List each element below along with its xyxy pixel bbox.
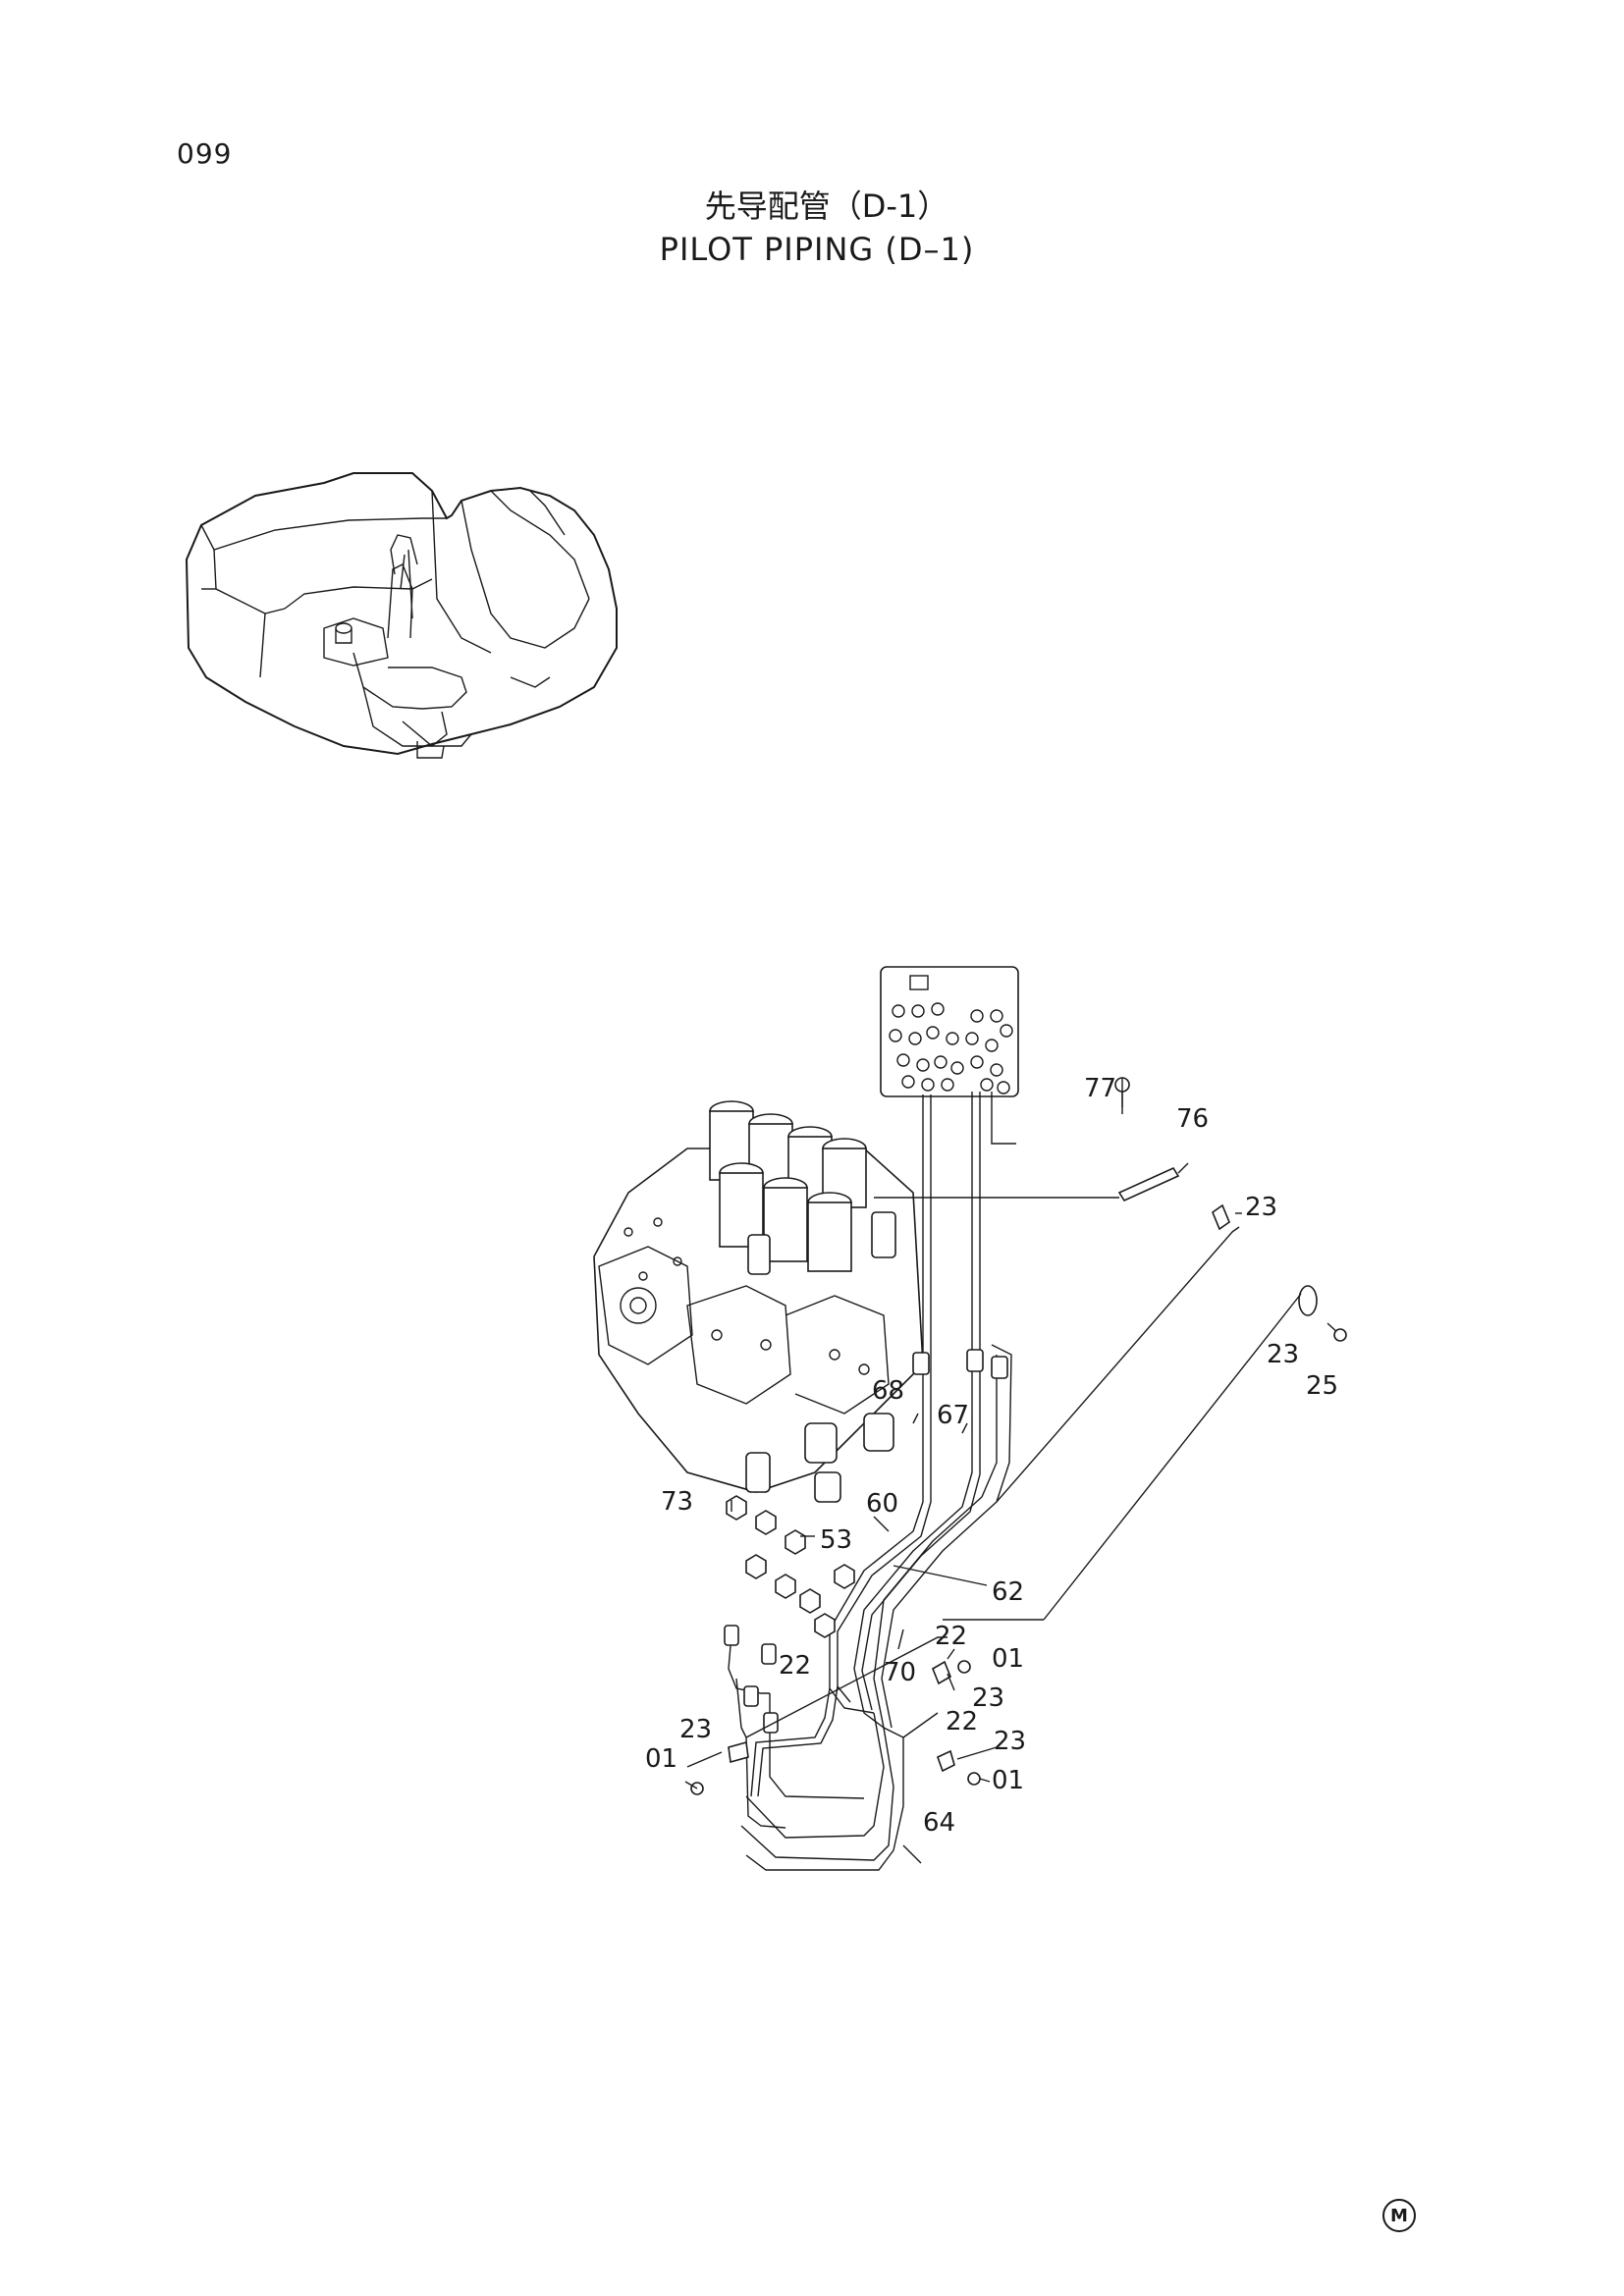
callout-68: 68 [872, 1376, 904, 1406]
callout-62: 62 [992, 1577, 1024, 1607]
callout-23-e: 23 [994, 1727, 1026, 1756]
callout-22-b: 22 [779, 1651, 811, 1681]
control-valve-assembly [593, 1100, 924, 1503]
clamps-and-brackets [690, 1077, 1347, 1795]
callout-23-a: 23 [1245, 1193, 1277, 1222]
callout-76: 76 [1176, 1104, 1209, 1134]
fittings [726, 1495, 855, 1638]
callout-23-b: 23 [1267, 1340, 1299, 1369]
callout-67: 67 [937, 1401, 969, 1430]
callout-01-c: 01 [992, 1766, 1024, 1795]
pilot-pipes [724, 1344, 1012, 1871]
callout-23-c: 23 [972, 1683, 1004, 1713]
callout-70: 70 [884, 1658, 916, 1687]
callout-22-c: 22 [946, 1707, 978, 1736]
title-chinese: 先导配管（D-1） [704, 187, 949, 225]
title-english: PILOT PIPING (D–1) [659, 231, 975, 268]
machine-overview-illustration [185, 472, 618, 759]
callout-22-a: 22 [935, 1622, 967, 1651]
corner-mark: M [1382, 2199, 1416, 2232]
callout-23-d: 23 [679, 1715, 712, 1744]
callout-labels: 77 76 23 23 25 68 67 73 60 53 62 22 01 2… [645, 1074, 1338, 1838]
callout-01-a: 01 [992, 1644, 1024, 1674]
callout-53: 53 [820, 1525, 852, 1555]
callout-60: 60 [866, 1489, 898, 1519]
callout-64: 64 [923, 1808, 955, 1838]
pilot-valve-block [880, 966, 1019, 1355]
callout-25: 25 [1306, 1371, 1338, 1401]
callout-77: 77 [1084, 1074, 1116, 1103]
callout-73: 73 [661, 1487, 693, 1517]
page-number: 099 [177, 137, 233, 170]
leader-lines [684, 1078, 1302, 1864]
title-block: 先导配管（D-1） PILOT PIPING (D–1) [0, 185, 1624, 271]
callout-01-b: 01 [645, 1744, 677, 1774]
